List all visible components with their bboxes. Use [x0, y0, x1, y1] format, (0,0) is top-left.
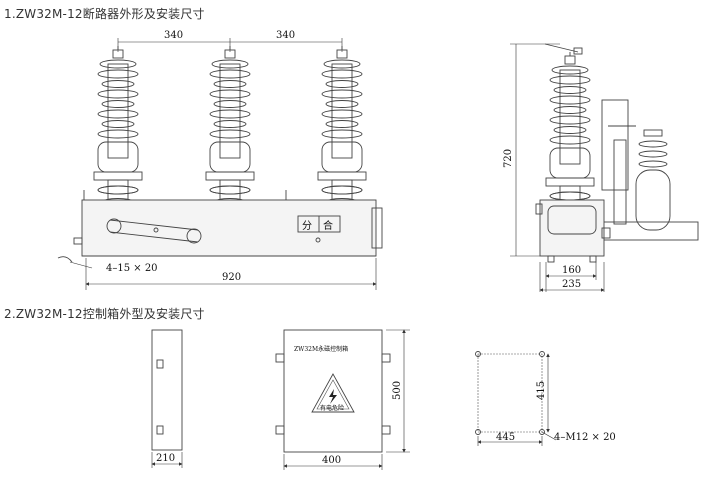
breaker-front-view: 340 340 分 合 4–15 × 20 [57, 30, 383, 290]
control-box-side-view: 210 [151, 329, 183, 468]
indicator-open-label: 分 [302, 220, 312, 232]
breaker-side-view: 720 160 235 [503, 43, 699, 292]
operating-linkage [106, 218, 202, 244]
control-box-side-width-label: 210 [156, 453, 175, 464]
side-mechanism-box [539, 199, 605, 257]
mounting-hole-layout: 415 445 4–M12 × 20 [475, 351, 616, 446]
mount-holes-spec-label: 4–M12 × 20 [554, 432, 616, 443]
control-box-front-label: ZW32M永磁控制箱 [294, 345, 348, 353]
section-2-title: 2.ZW32M-12控制箱外型及安装尺寸 [4, 307, 205, 321]
control-box-width-label: 400 [322, 455, 341, 466]
warning-sign: 有电危险 [311, 373, 355, 413]
control-box-height-label: 500 [392, 381, 403, 400]
side-base-width-label: 160 [562, 265, 581, 276]
mount-vertical-label: 415 [536, 381, 547, 400]
warning-label: 有电危险 [320, 404, 344, 412]
spacing-left-label: 340 [164, 30, 183, 41]
current-transformer [613, 129, 671, 231]
indicator-close-label: 合 [323, 219, 333, 232]
mount-holes-label: 4–15 × 20 [106, 263, 158, 274]
control-box-front-view: ZW32M永磁控制箱 有电危险 500 400 [275, 329, 410, 470]
spacing-right-label: 340 [276, 30, 295, 41]
total-width-label: 920 [222, 272, 241, 283]
mount-horizontal-label: 445 [496, 432, 515, 443]
side-total-width-label: 235 [562, 279, 581, 290]
section-1-title: 1.ZW32M-12断路器外形及安装尺寸 [4, 7, 205, 21]
side-height-label: 720 [503, 149, 514, 168]
